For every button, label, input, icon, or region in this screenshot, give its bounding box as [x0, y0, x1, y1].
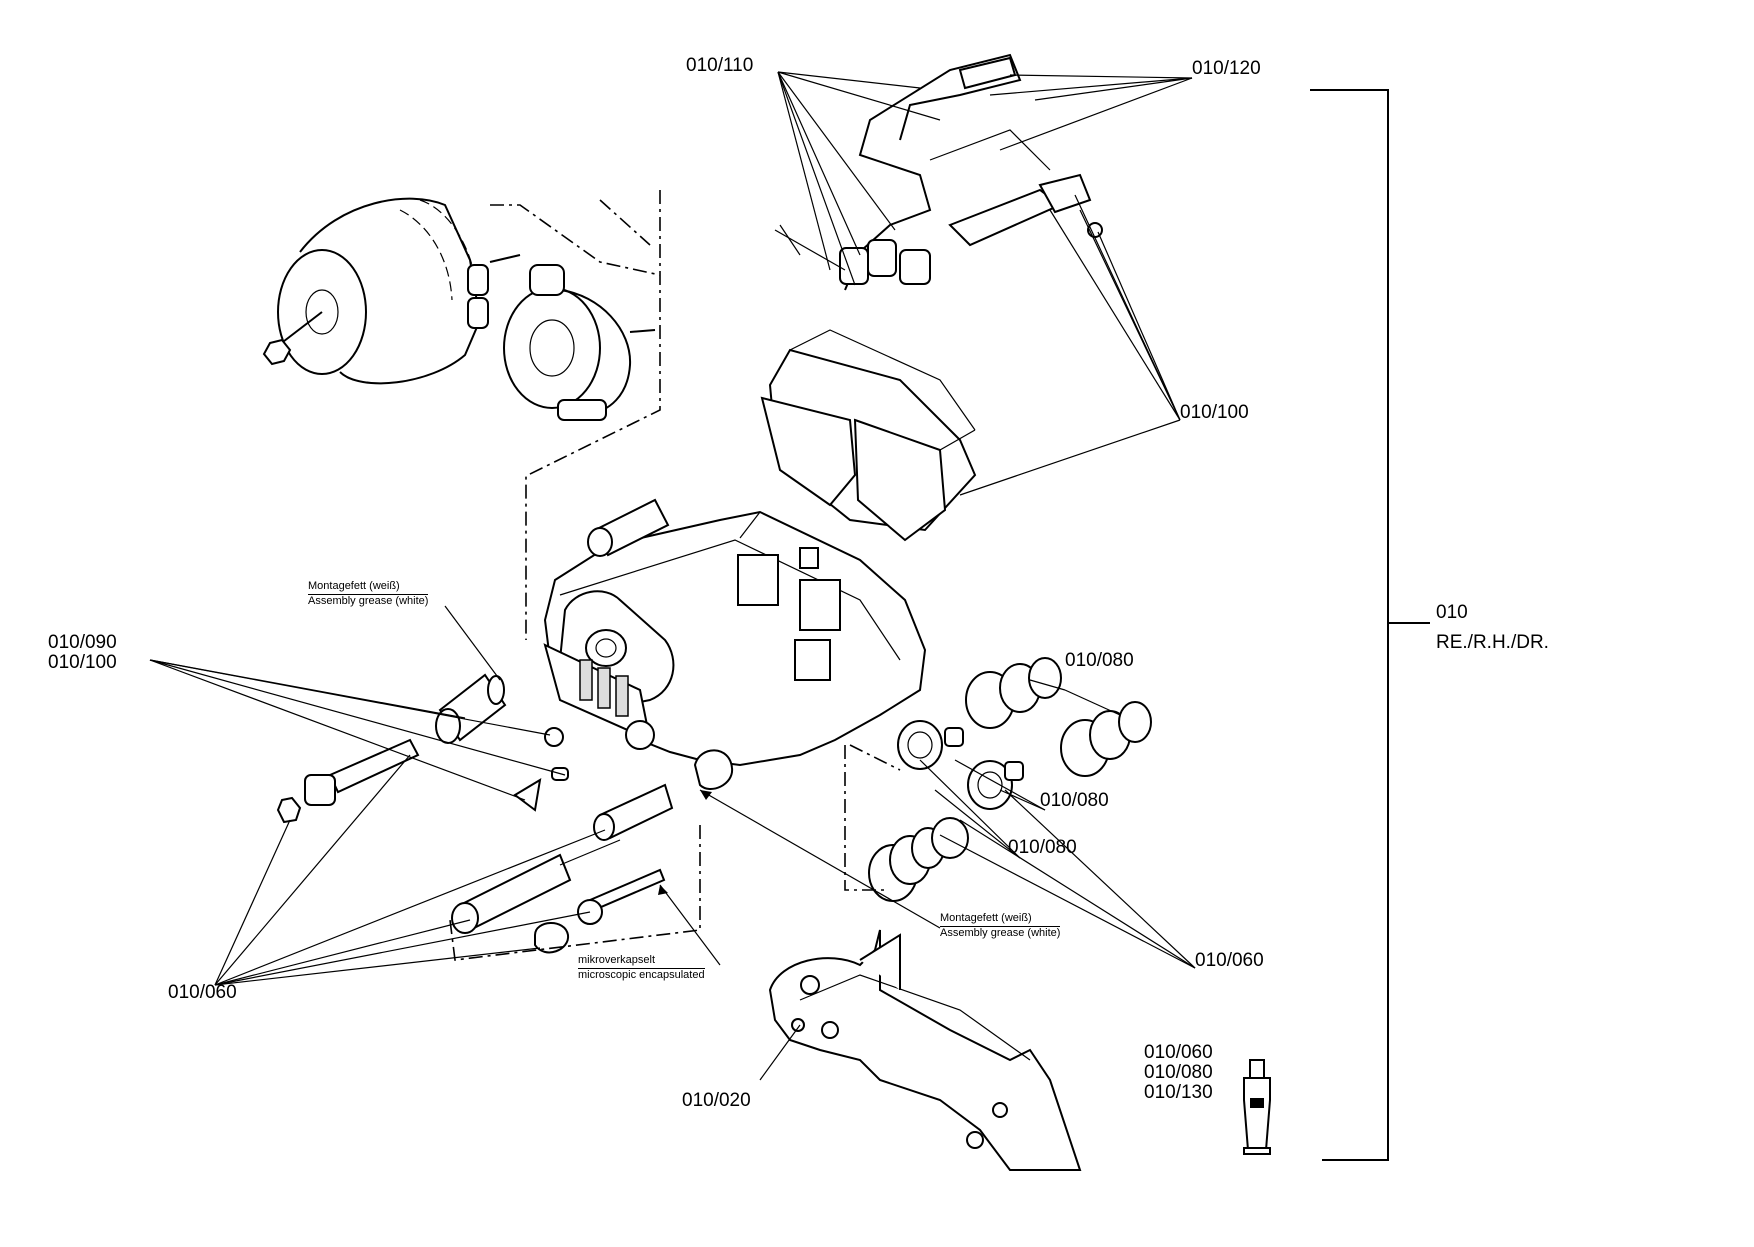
label-010-060-left: 010/060 [168, 982, 237, 1003]
label-010-090: 010/090 [48, 632, 117, 653]
caliper-housing-icon [543, 498, 927, 767]
label-assembly-side: RE./R.H./DR. [1436, 632, 1549, 653]
grease-tube-icon [1243, 1059, 1271, 1155]
label-tube-010-130: 010/130 [1144, 1082, 1213, 1103]
label-010-100-left: 010/100 [48, 652, 117, 673]
bellows-icon [844, 657, 1152, 902]
brake-chamber-icon [262, 190, 661, 640]
note-grease-left: Montagefett (weiß) Assembly grease (whit… [308, 580, 429, 608]
label-tube-010-080: 010/080 [1144, 1062, 1213, 1083]
note-encapsulated-en: microscopic encapsulated [578, 969, 705, 981]
label-010-100-top: 010/100 [1180, 402, 1249, 423]
label-assembly-number: 010 [1436, 602, 1468, 623]
note-encapsulated: mikroverkapselt microscopic encapsulated [578, 954, 705, 982]
note-grease-right-de: Montagefett (weiß) [940, 912, 1061, 927]
label-010-080-a: 010/080 [1065, 650, 1134, 671]
note-encapsulated-de: mikroverkapselt [578, 954, 705, 969]
guide-pin-icon [276, 673, 734, 961]
label-tube-010-060: 010/060 [1144, 1042, 1213, 1063]
note-grease-right: Montagefett (weiß) Assembly grease (whit… [940, 912, 1061, 940]
wear-sensor-cable-icon [774, 53, 1103, 291]
caliper-carrier-icon [768, 929, 1082, 1171]
brake-pad-icon [760, 329, 977, 542]
label-010-020: 010/020 [682, 1090, 751, 1111]
label-010-080-c: 010/080 [1008, 837, 1077, 858]
leader-lines [149, 71, 1196, 1081]
label-010-110: 010/110 [686, 55, 754, 76]
label-010-120: 010/120 [1192, 58, 1261, 79]
assembly-bracket [1310, 89, 1430, 1161]
note-grease-left-en: Assembly grease (white) [308, 595, 429, 607]
label-010-080-b: 010/080 [1040, 790, 1109, 811]
label-010-060-right: 010/060 [1195, 950, 1264, 971]
note-grease-left-de: Montagefett (weiß) [308, 580, 429, 595]
note-grease-right-en: Assembly grease (white) [940, 927, 1061, 939]
